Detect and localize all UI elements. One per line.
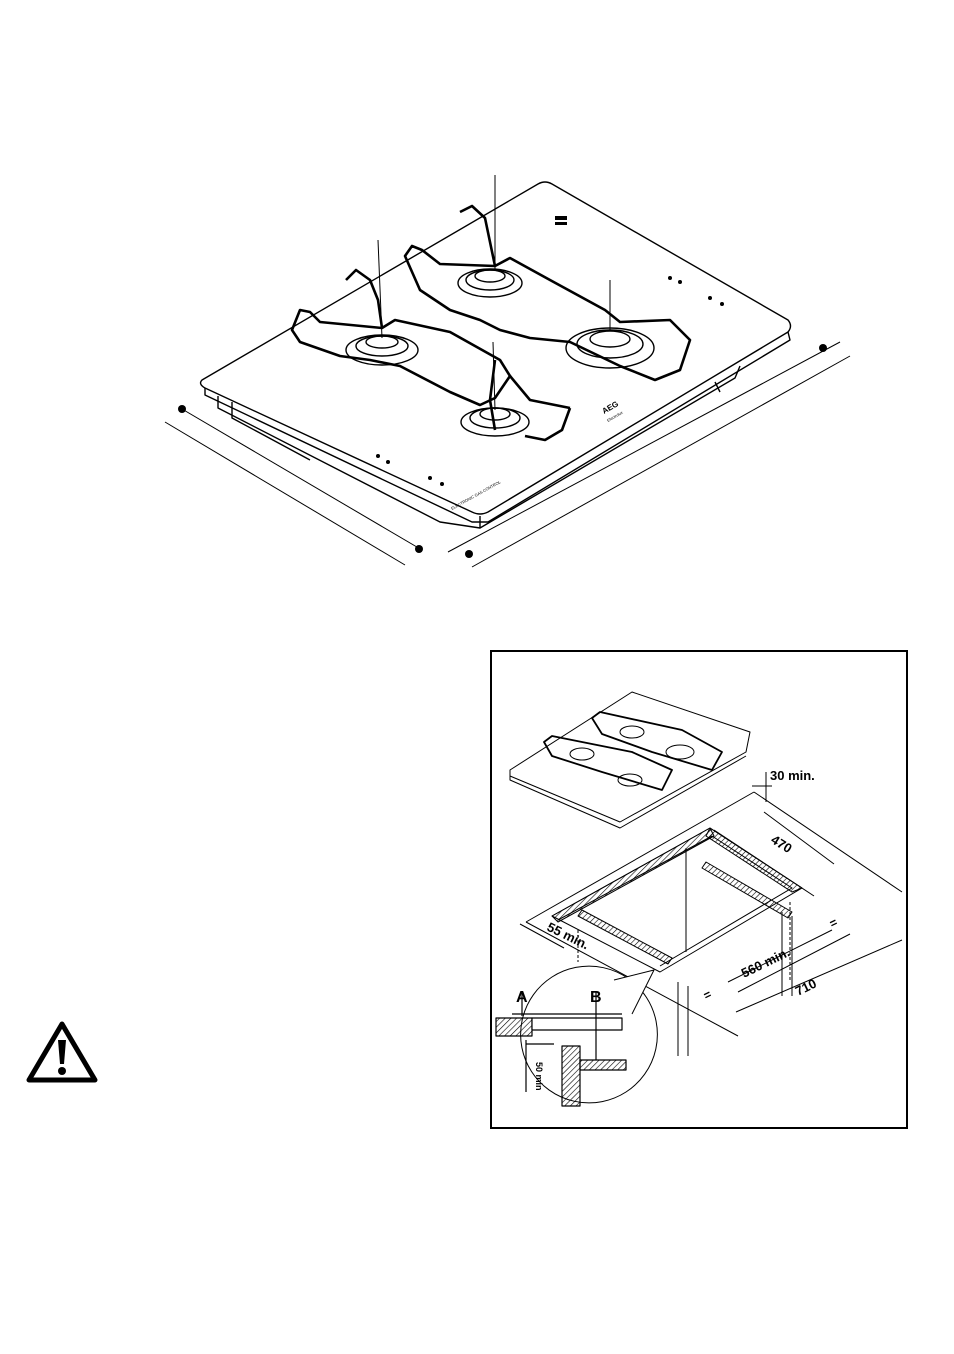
hob-perspective-drawing: AEG Electrolux ELECTRONIC GAS CONTROL — [150, 170, 870, 590]
detail-section — [495, 992, 627, 1107]
control-symbols — [376, 216, 724, 486]
hob-body — [217, 365, 741, 529]
hob-glass-top — [199, 181, 792, 515]
callout-b: B — [590, 989, 602, 1006]
dimension-lines — [164, 341, 851, 568]
cutout-hatch-right — [705, 827, 803, 893]
dim-cutout-width: 560 min. — [739, 944, 792, 980]
equal-mark-1: = — [701, 987, 713, 1003]
callout-a: A — [516, 989, 528, 1006]
pan-support-right — [403, 204, 692, 442]
burner-left — [345, 334, 419, 366]
equal-mark-2: = — [827, 915, 839, 931]
dim-clearance-top: 30 min. — [770, 768, 815, 783]
installation-diagram: 30 min. 470 55 min. 560 min. 710 = = A B… — [490, 650, 908, 1129]
dim-cutout-depth: 470 — [768, 832, 794, 856]
warning-triangle-icon — [25, 1020, 99, 1084]
burner-rear — [457, 268, 523, 298]
dimension-dots — [178, 344, 827, 558]
cutout-hatch-left — [551, 827, 715, 923]
dim-worktop-width: 710 — [793, 976, 819, 999]
burner-front — [460, 407, 530, 437]
dim-under-clearance: 50 min — [534, 1062, 544, 1091]
hob-small — [509, 691, 751, 829]
